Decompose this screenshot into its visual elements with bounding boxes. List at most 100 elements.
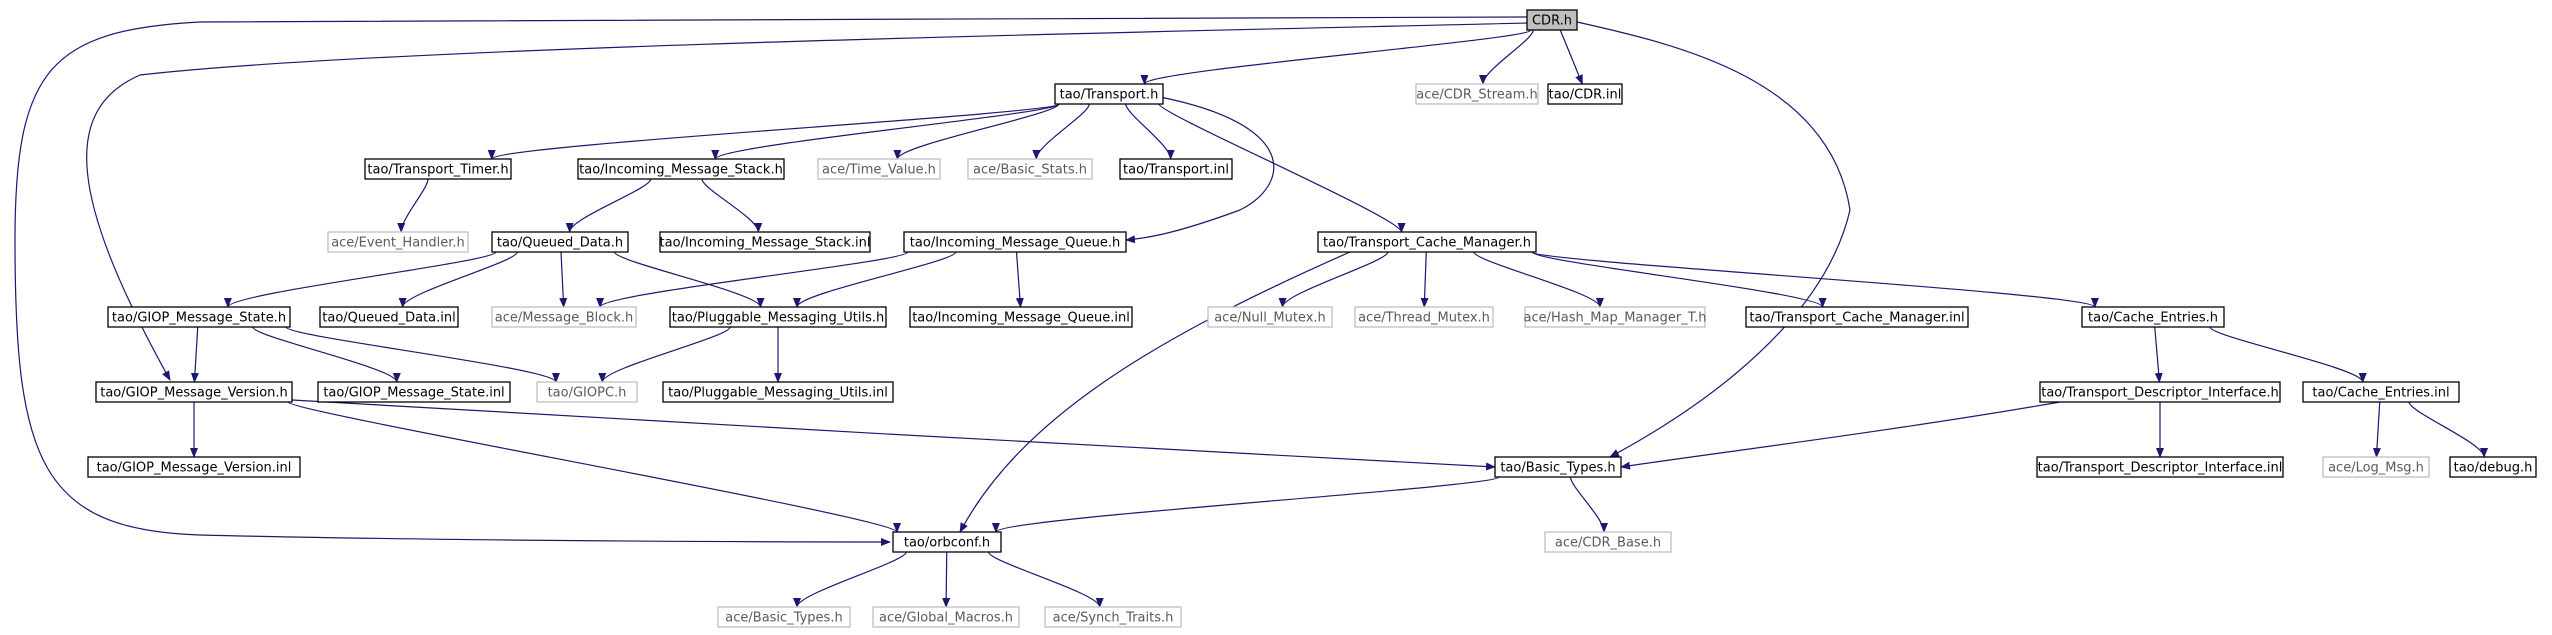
node-basic-stats[interactable]: ace/Basic_Stats.h [967, 158, 1093, 180]
node-giopc[interactable]: tao/GIOPC.h [536, 381, 638, 403]
node-box [1354, 306, 1494, 328]
node-box [1415, 83, 1539, 105]
edge-cache-entries-to-descriptor-interface [2154, 326, 2163, 383]
node-label: tao/Cache_Entries.h [2088, 311, 2218, 326]
node-orbconf[interactable]: tao/orbconf.h [892, 531, 1002, 553]
edge-giop-state-to-giopc [285, 326, 560, 383]
node-log-msg[interactable]: ace/Log_Msg.h [2322, 456, 2430, 478]
edge-queued-data-to-giop-state [224, 251, 497, 308]
node-debug-h[interactable]: tao/debug.h [2449, 456, 2537, 478]
node-transport-timer[interactable]: tao/Transport_Timer.h [364, 158, 512, 180]
node-label: tao/Cache_Entries.inl [2312, 386, 2449, 401]
node-basic-types[interactable]: tao/Basic_Types.h [1494, 456, 1622, 478]
node-queued-data[interactable]: tao/Queued_Data.h [491, 231, 629, 253]
node-pluggable-utils-inl[interactable]: tao/Pluggable_Messaging_Utils.inl [662, 381, 894, 403]
node-cache-entries-inl[interactable]: tao/Cache_Entries.inl [2302, 381, 2460, 403]
node-box [1317, 231, 1537, 253]
edge-descriptor-interface-to-basic-types [1620, 401, 2061, 470]
node-null-mutex[interactable]: ace/Null_Mutex.h [1207, 306, 1333, 328]
node-descriptor-interface[interactable]: tao/Transport_Descriptor_Interface.h [2039, 381, 2281, 403]
node-hash-map[interactable]: ace/Hash_Map_Manager_T.h [1524, 306, 1707, 328]
node-box [2039, 381, 2281, 403]
edge-transport-h-to-transport-inl [1125, 103, 1175, 160]
edge-cdr-h-to-ace-cdr-stream [1479, 29, 1534, 85]
node-event-handler[interactable]: ace/Event_Handler.h [327, 231, 469, 253]
node-box [892, 531, 1002, 553]
node-incoming-queue-inl[interactable]: tao/Incoming_Message_Queue.inl [909, 306, 1133, 328]
node-box [717, 606, 851, 628]
node-synch-traits[interactable]: ace/Synch_Traits.h [1044, 606, 1182, 628]
node-cache-entries[interactable]: tao/Cache_Entries.h [2081, 306, 2225, 328]
node-incoming-stack[interactable]: tao/Incoming_Message_Stack.h [577, 158, 785, 180]
node-label: tao/Transport_Descriptor_Interface.h [2041, 386, 2279, 401]
node-label: ace/Null_Mutex.h [1214, 311, 1326, 326]
edge-cache-manager-to-cache-manager-inl [1531, 251, 1827, 308]
node-queued-data-inl[interactable]: tao/Queued_Data.inl [319, 306, 459, 328]
node-time-value[interactable]: ace/Time_Value.h [817, 158, 941, 180]
edge-incoming-stack-to-incoming-stack-inl [701, 178, 763, 233]
edge-orbconf-to-synch-traits [987, 551, 1104, 608]
node-giop-version-inl[interactable]: tao/GIOP_Message_Version.inl [87, 456, 301, 478]
edge-cache-manager-to-hash-map [1473, 251, 1604, 308]
node-giop-state[interactable]: tao/GIOP_Message_State.h [107, 306, 291, 328]
node-label: ace/Basic_Types.h [725, 611, 842, 626]
node-box [669, 306, 887, 328]
node-giop-state-inl[interactable]: tao/GIOP_Message_State.inl [317, 381, 511, 403]
node-box [1119, 158, 1233, 180]
node-thread-mutex[interactable]: ace/Thread_Mutex.h [1354, 306, 1494, 328]
node-box [2322, 456, 2430, 478]
node-label: ace/CDR_Base.h [1555, 536, 1661, 551]
edge-incoming-queue-to-incoming-queue-inl [1015, 251, 1024, 308]
node-box [1494, 456, 1622, 478]
edge-incoming-queue-to-pluggable-utils [793, 251, 957, 308]
edge-orbconf-to-global-macros [942, 551, 951, 608]
edge-giop-version-to-orbconf [287, 401, 901, 533]
node-cdr-h[interactable]: CDR.h [1526, 9, 1578, 31]
node-box [536, 381, 638, 403]
edge-giop-state-to-giop-state-inl [252, 326, 401, 383]
node-ace-basic-types[interactable]: ace/Basic_Types.h [717, 606, 851, 628]
node-global-macros[interactable]: ace/Global_Macros.h [872, 606, 1020, 628]
node-transport-h[interactable]: tao/Transport.h [1054, 83, 1164, 105]
node-label: tao/Transport_Cache_Manager.inl [1749, 311, 1964, 326]
node-box [2081, 306, 2225, 328]
edge-basic-types-to-cdr-base [1569, 476, 1608, 533]
node-label: ace/Time_Value.h [822, 163, 936, 178]
node-label: tao/GIOP_Message_State.inl [323, 386, 504, 401]
node-box [2302, 381, 2460, 403]
node-label: ace/Hash_Map_Manager_T.h [1524, 311, 1707, 326]
node-cdr-base[interactable]: ace/CDR_Base.h [1544, 531, 1672, 553]
node-label: tao/Incoming_Message_Queue.h [910, 236, 1120, 251]
node-box [1207, 306, 1333, 328]
node-message-block[interactable]: ace/Message_Block.h [491, 306, 637, 328]
node-pluggable-utils[interactable]: tao/Pluggable_Messaging_Utils.h [669, 306, 887, 328]
node-label: tao/GIOP_Message_Version.h [100, 386, 288, 401]
node-incoming-queue[interactable]: tao/Incoming_Message_Queue.h [903, 231, 1127, 253]
node-label: ace/Event_Handler.h [331, 236, 465, 251]
node-label: tao/Pluggable_Messaging_Utils.inl [668, 386, 888, 401]
node-label: ace/Basic_Stats.h [973, 163, 1087, 178]
node-box [491, 306, 637, 328]
node-transport-inl[interactable]: tao/Transport.inl [1119, 158, 1233, 180]
node-box [327, 231, 469, 253]
nodes-layer: CDR.h tao/Transport.h ace/CDR_Stream.h tao/… [87, 9, 2537, 628]
node-ace-cdr-stream[interactable]: ace/CDR_Stream.h [1415, 83, 1539, 105]
node-label: ace/Synch_Traits.h [1053, 611, 1174, 626]
node-giop-version[interactable]: tao/GIOP_Message_Version.h [95, 381, 293, 403]
node-label: ace/Global_Macros.h [879, 611, 1013, 626]
node-label: tao/Basic_Types.h [1500, 461, 1615, 476]
edge-incoming-queue-to-message-block [596, 251, 909, 308]
node-descriptor-interface-inl[interactable]: tao/Transport_Descriptor_Interface.inl [2036, 456, 2284, 478]
node-cache-manager[interactable]: tao/Transport_Cache_Manager.h [1317, 231, 1537, 253]
node-cache-manager-inl[interactable]: tao/Transport_Cache_Manager.inl [1745, 306, 1969, 328]
edge-basic-types-to-orbconf [992, 476, 1500, 533]
node-box [1745, 306, 1969, 328]
node-label: tao/GIOPC.h [548, 386, 627, 401]
node-incoming-stack-inl[interactable]: tao/Incoming_Message_Stack.inl [659, 231, 871, 253]
edge-transport-h-to-time-value [893, 103, 1060, 160]
node-box [1054, 83, 1164, 105]
node-box [107, 306, 291, 328]
edge-pluggable-utils-to-giopc [598, 326, 731, 383]
node-cdr-inl[interactable]: tao/CDR.inl [1547, 83, 1623, 105]
